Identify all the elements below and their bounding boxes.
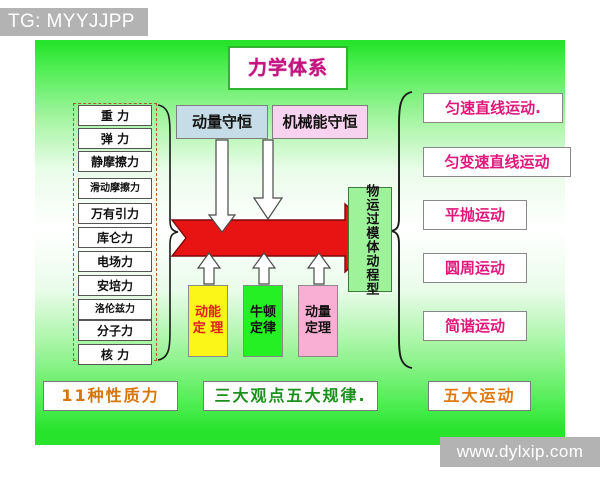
box-kinetic-energy-theorem[interactable]: 动能 定 理 <box>188 285 228 357</box>
force-item-kinetic-friction[interactable]: 滑动摩擦力 <box>78 178 152 199</box>
force-item-electric-field[interactable]: 电场力 <box>78 251 152 272</box>
law-line-1: 动量 <box>304 304 331 320</box>
law-line-2: 定理 <box>304 321 331 336</box>
box-momentum-conservation[interactable]: 动量守恒 <box>176 105 268 139</box>
watermark-top: TG: MYYJJPP <box>0 8 148 36</box>
force-item-ampere[interactable]: 安培力 <box>78 275 152 296</box>
law-line-1: 动能 <box>194 304 221 320</box>
law-line-1: 牛顿 <box>249 304 276 320</box>
page-title: 力学体系 <box>228 46 348 90</box>
box-circular-motion[interactable]: 圆周运动 <box>423 253 527 283</box>
force-item-molecular[interactable]: 分子力 <box>78 320 152 341</box>
box-mechanical-energy-conservation[interactable]: 机械能守恒 <box>272 105 368 139</box>
box-object-motion-process-model[interactable]: 物运过模体动程型 <box>348 184 392 296</box>
box-projectile-motion[interactable]: 平抛运动 <box>423 200 527 230</box>
box-uniformly-accelerated-motion[interactable]: 匀变速直线运动 <box>423 147 571 177</box>
force-item-lorentz[interactable]: 洛伦兹力 <box>78 299 152 320</box>
box-momentum-theorem[interactable]: 动量 定理 <box>298 285 338 357</box>
force-item-gravity[interactable]: 重 力 <box>78 105 152 126</box>
box-newton-law[interactable]: 牛顿 定律 <box>243 285 283 357</box>
law-line-2: 定律 <box>249 321 276 336</box>
force-item-coulomb[interactable]: 库仑力 <box>78 227 152 248</box>
watermark-bottom: www.dylxip.com <box>440 437 600 467</box>
force-item-gravitation[interactable]: 万有引力 <box>78 203 152 224</box>
force-item-nuclear[interactable]: 核 力 <box>78 344 152 365</box>
summary-five-motions: 五大运动 <box>428 381 531 411</box>
law-line-2: 定 理 <box>192 321 224 336</box>
box-simple-harmonic-motion[interactable]: 简谐运动 <box>423 311 527 341</box>
summary-three-views: 三大观点五大规律. <box>203 381 378 411</box>
force-item-elastic[interactable]: 弹 力 <box>78 128 152 149</box>
force-item-static-friction[interactable]: 静摩擦力 <box>78 151 152 172</box>
summary-eleven-forces: 11种性质力 <box>43 381 178 411</box>
box-uniform-linear-motion[interactable]: 匀速直线运动. <box>423 93 563 123</box>
